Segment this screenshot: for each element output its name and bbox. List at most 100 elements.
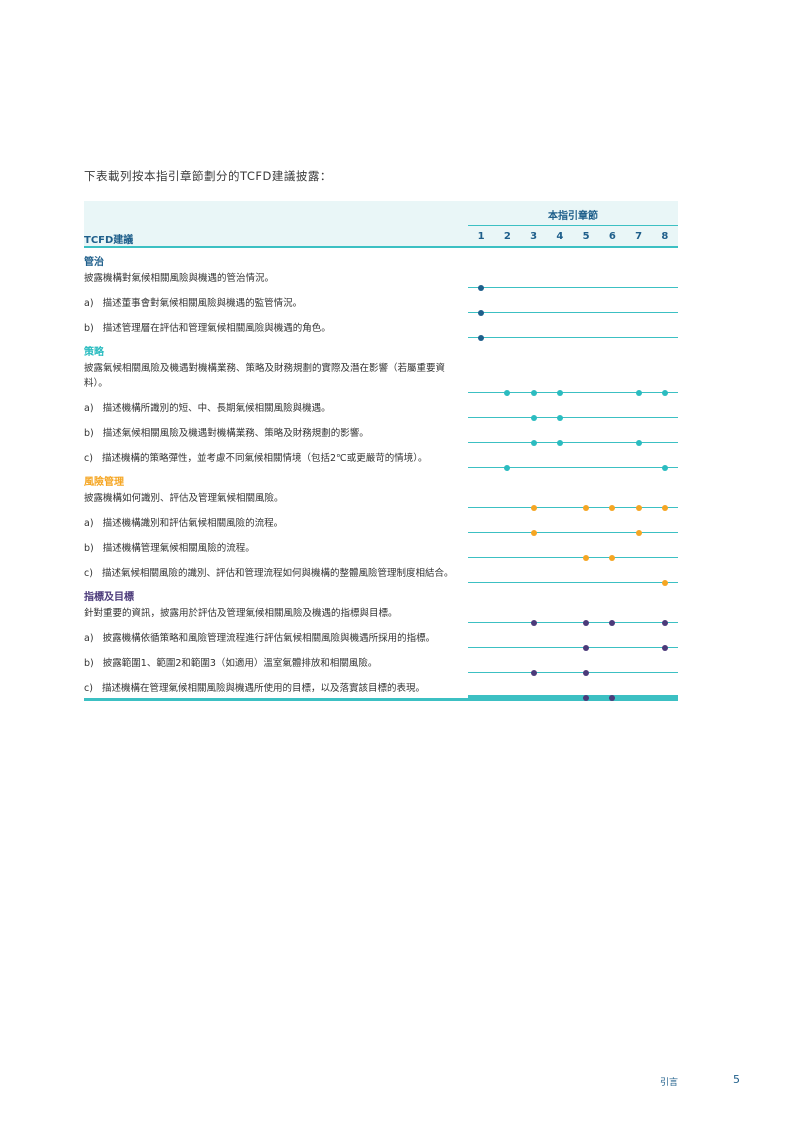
- chapter-marks: [468, 276, 678, 291]
- table-row: b) 披露範圍1、範圍2和範圍3（如適用）溫室氣體排放和相關風險。: [84, 648, 678, 676]
- dot-marker-icon: [478, 310, 485, 316]
- column-2: 2: [503, 231, 511, 242]
- chapters-title: 本指引章節: [548, 211, 598, 222]
- chapter-marks: [468, 661, 678, 676]
- dot-marker-icon: [661, 645, 668, 651]
- row-text: a) 描述機構所識別的短、中、長期氣候相關風險與機遇。: [84, 403, 331, 414]
- row-divider: [468, 467, 678, 468]
- column-4: 4: [556, 231, 564, 242]
- row-text: a) 描述機構識別和評估氣候相關風險的流程。: [84, 518, 284, 529]
- dot-marker-icon: [583, 620, 590, 626]
- row-divider: [468, 337, 678, 338]
- chapter-marks: [468, 431, 678, 446]
- row-divider: [468, 507, 678, 508]
- row-divider: [468, 392, 678, 393]
- row-text: 針對重要的資訊，披露用於評估及管理氣候相關風險及機遇的指標與目標。: [84, 608, 398, 619]
- intro-text: 下表載列按本指引章節劃分的TCFD建議披露：: [84, 169, 332, 183]
- chapter-marks: [468, 571, 678, 586]
- dot-marker-icon: [583, 695, 590, 701]
- row-text: a) 披露機構依循策略和風險管理流程進行評估氣候相關風險與機遇所採用的指標。: [84, 633, 436, 644]
- section-title: 管治: [84, 257, 104, 268]
- column-5: 5: [582, 231, 590, 242]
- row-divider: [468, 622, 678, 623]
- row-divider: [468, 647, 678, 648]
- chapter-marks: [468, 546, 678, 561]
- dot-marker-icon: [530, 505, 537, 511]
- row-text: 披露機構如何識別、評估及管理氣候相關風險。: [84, 493, 284, 504]
- table-row: b) 描述管理層在評估和管理氣候相關風險與機遇的角色。: [84, 313, 678, 341]
- dot-marker-icon: [661, 465, 668, 471]
- chapter-marks: [468, 381, 678, 396]
- dot-marker-icon: [530, 390, 537, 396]
- table-row: 披露機構對氣候相關風險與機遇的管治情況。: [84, 269, 678, 291]
- row-divider: [468, 695, 678, 698]
- table-row: b) 描述氣候相關風險及機遇對機構業務、策略及財務規劃的影響。: [84, 418, 678, 446]
- column-3: 3: [530, 231, 538, 242]
- dot-marker-icon: [661, 580, 668, 586]
- dot-marker-icon: [583, 505, 590, 511]
- dot-marker-icon: [556, 440, 563, 446]
- dot-marker-icon: [609, 695, 616, 701]
- dot-marker-icon: [635, 440, 642, 446]
- dot-marker-icon: [635, 505, 642, 511]
- chapter-marks: [468, 521, 678, 536]
- row-text: 披露機構對氣候相關風險與機遇的管治情況。: [84, 273, 275, 284]
- table-row: a) 描述機構所識別的短、中、長期氣候相關風險與機遇。: [84, 393, 678, 421]
- row-text: c) 描述機構的策略彈性，並考慮不同氣候相關情境（包括2℃或更嚴苛的情境）。: [84, 453, 428, 464]
- column-1: 1: [477, 231, 485, 242]
- dot-marker-icon: [530, 620, 537, 626]
- dot-marker-icon: [583, 670, 590, 676]
- chapter-marks: [468, 686, 678, 701]
- chapter-marks: [468, 301, 678, 316]
- table-row: c) 描述氣候相關風險的識別、評估和管理流程如何與機構的整體風險管理制度相結合。: [84, 558, 678, 586]
- dot-marker-icon: [478, 285, 485, 291]
- row-divider: [468, 672, 678, 673]
- chapter-marks: [468, 636, 678, 651]
- row-text: b) 描述管理層在評估和管理氣候相關風險與機遇的角色。: [84, 323, 331, 334]
- dot-marker-icon: [556, 415, 563, 421]
- dot-marker-icon: [635, 390, 642, 396]
- column-6: 6: [608, 231, 616, 242]
- footer-section-label: 引言: [660, 1078, 679, 1088]
- table-row: c) 描述機構在管理氣候相關風險與機遇所使用的目標，以及落實該目標的表現。: [84, 673, 678, 701]
- table-row: a) 描述董事會對氣候相關風險與機遇的監管情況。: [84, 288, 678, 316]
- table-row: a) 披露機構依循策略和風險管理流程進行評估氣候相關風險與機遇所採用的指標。: [84, 623, 678, 651]
- column-7: 7: [635, 231, 643, 242]
- row-text: a) 描述董事會對氣候相關風險與機遇的監管情況。: [84, 298, 303, 309]
- row-text: b) 描述機構管理氣候相關風險的流程。: [84, 543, 255, 554]
- dot-marker-icon: [635, 530, 642, 536]
- chapter-marks: [468, 326, 678, 341]
- table-row: 披露氣候相關風險及機遇對機構業務、策略及財務規劃的實際及潛在影響（若屬重要資料）…: [84, 359, 678, 396]
- dot-marker-icon: [609, 555, 616, 561]
- dot-marker-icon: [530, 670, 537, 676]
- section: 策略披露氣候相關風險及機遇對機構業務、策略及財務規劃的實際及潛在影響（若屬重要資…: [84, 346, 678, 471]
- dot-marker-icon: [583, 555, 590, 561]
- dot-marker-icon: [661, 390, 668, 396]
- column-8: 8: [661, 231, 669, 242]
- dot-marker-icon: [478, 335, 485, 341]
- dot-marker-icon: [504, 465, 511, 471]
- dot-marker-icon: [609, 620, 616, 626]
- section-title: 風險管理: [84, 477, 124, 488]
- row-divider: [468, 312, 678, 313]
- section-title: 指標及目標: [84, 592, 134, 603]
- chapter-marks: [468, 496, 678, 511]
- section: 風險管理披露機構如何識別、評估及管理氣候相關風險。 a) 描述機構識別和評估氣候相…: [84, 476, 678, 586]
- row-text: b) 披露範圍1、範圍2和範圍3（如適用）溫室氣體排放和相關風險。: [84, 658, 378, 669]
- section-title: 策略: [84, 347, 104, 358]
- dot-marker-icon: [504, 390, 511, 396]
- dot-marker-icon: [661, 505, 668, 511]
- table-body: 管治披露機構對氣候相關風險與機遇的管治情況。 a) 描述董事會對氣候相關風險與機遇…: [84, 256, 678, 701]
- chapter-marks: [468, 406, 678, 421]
- dot-marker-icon: [530, 415, 537, 421]
- header-divider: [468, 225, 678, 226]
- row-text: c) 描述氣候相關風險的識別、評估和管理流程如何與機構的整體風險管理制度相結合。: [84, 568, 454, 579]
- dot-marker-icon: [556, 390, 563, 396]
- recommendation-label: TCFD建議: [84, 235, 134, 246]
- table-row: c) 描述機構的策略彈性，並考慮不同氣候相關情境（包括2℃或更嚴苛的情境）。: [84, 443, 678, 471]
- row-text: 披露氣候相關風險及機遇對機構業務、策略及財務規劃的實際及潛在影響（若屬重要資料）…: [84, 363, 446, 389]
- dot-marker-icon: [583, 645, 590, 651]
- row-divider: [468, 557, 678, 558]
- table-row: a) 描述機構識別和評估氣候相關風險的流程。: [84, 508, 678, 536]
- section: 管治披露機構對氣候相關風險與機遇的管治情況。 a) 描述董事會對氣候相關風險與機遇…: [84, 256, 678, 341]
